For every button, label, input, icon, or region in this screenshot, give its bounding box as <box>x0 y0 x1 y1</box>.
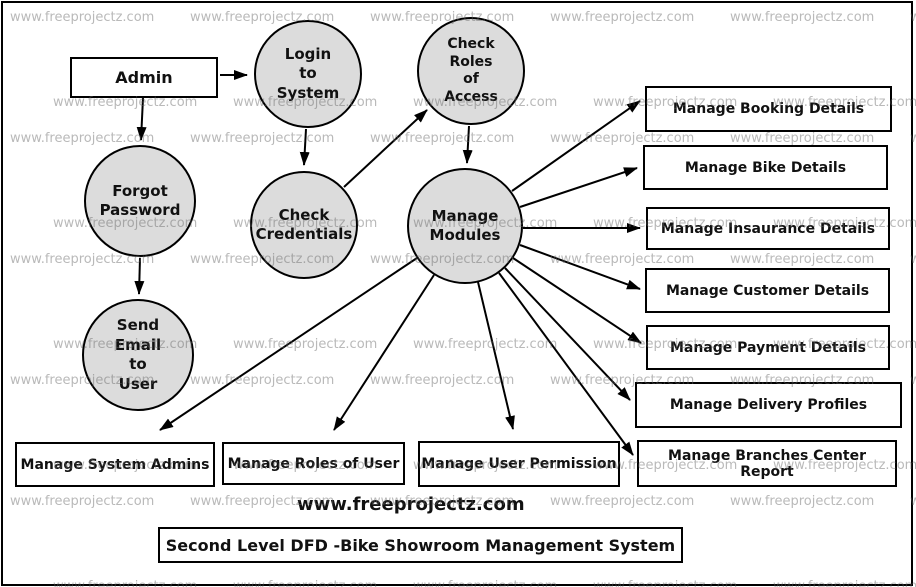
box-manage-branches-center-report: Manage Branches Center Report <box>637 440 897 487</box>
box-manage-user-permission: Manage User Permission <box>418 441 620 487</box>
entity-admin: Admin <box>70 57 218 98</box>
box-manage-insaurance-details: Manage Insaurance Details <box>646 207 890 250</box>
site-watermark-text: www.freeprojectz.com <box>297 494 525 515</box>
process-send-email-to-user: Send Email to User <box>82 299 194 411</box>
process-forgot-password: Forgot Password <box>84 145 196 257</box>
box-manage-system-admins: Manage System Admins <box>15 442 215 487</box>
diagram-title: Second Level DFD -Bike Showroom Manageme… <box>158 527 683 563</box>
box-manage-bike-details: Manage Bike Details <box>643 145 888 190</box>
process-check-credentials: Check Credentials <box>250 171 358 279</box>
box-manage-booking-details: Manage Booking Details <box>645 86 892 132</box>
process-check-roles-of-access: Check Roles of Access <box>417 17 525 125</box>
process-manage-modules: Manage Modules <box>407 168 523 284</box>
box-manage-roles-of-user: Manage Roles of User <box>222 442 405 485</box>
box-manage-customer-details: Manage Customer Details <box>645 268 890 313</box>
process-login-to-system: Login to System <box>254 20 362 128</box>
box-manage-delivery-profiles: Manage Delivery Profiles <box>635 382 902 428</box>
box-manage-payment-details: Manage Payment Details <box>646 325 890 370</box>
